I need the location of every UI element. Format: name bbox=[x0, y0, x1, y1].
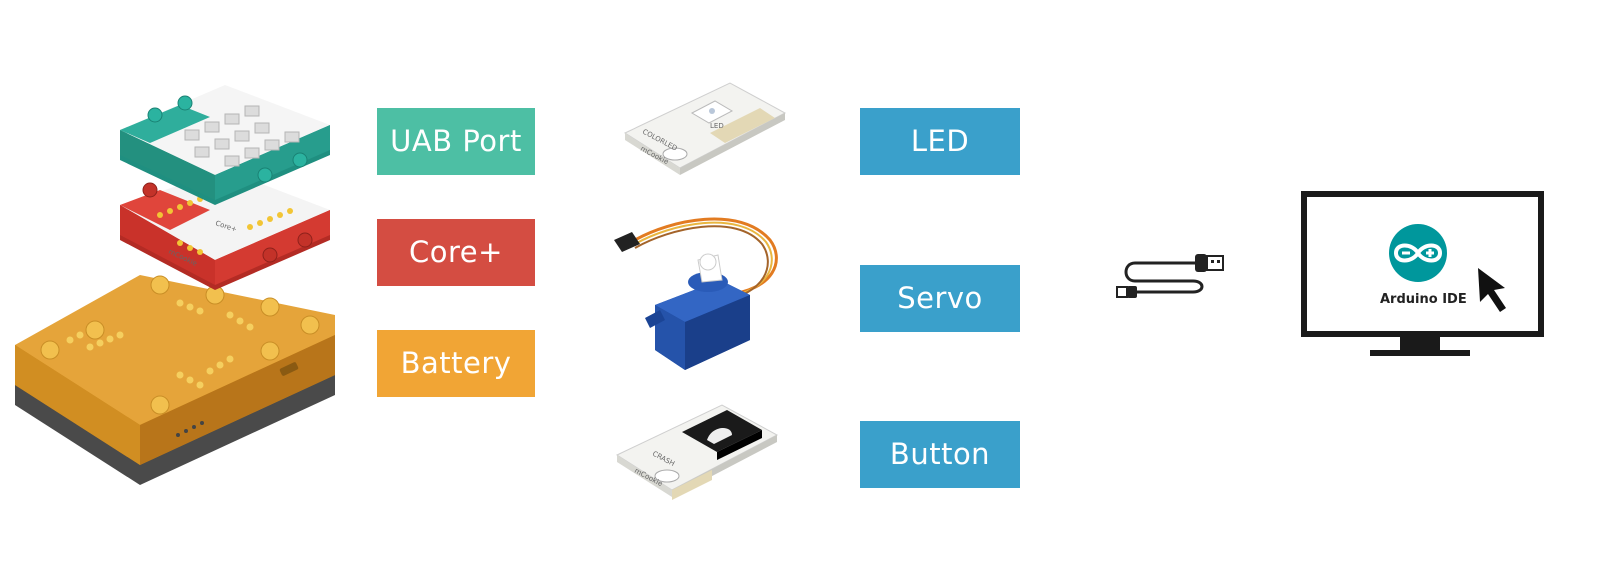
uab-port-module-image bbox=[120, 85, 330, 205]
servo-label: Servo bbox=[860, 265, 1020, 332]
monitor-icon: Arduino IDE bbox=[1300, 190, 1545, 370]
servo-image bbox=[610, 210, 785, 375]
led-label: LED bbox=[860, 108, 1020, 175]
arduino-ide-caption: Arduino IDE bbox=[1380, 292, 1467, 307]
uab-port-label: UAB Port bbox=[377, 108, 535, 175]
battery-module-image bbox=[15, 275, 335, 485]
button-label: Button bbox=[860, 421, 1020, 488]
core-plus-label: Core+ bbox=[377, 219, 535, 286]
servo-body bbox=[645, 253, 750, 370]
core-stack-illustration: Core+ mCookie bbox=[10, 75, 345, 495]
button-module-image: CRASH mCookie bbox=[612, 400, 782, 505]
arduino-logo-icon bbox=[1389, 224, 1447, 282]
led-module-image: COLORLED LED mCookie bbox=[620, 78, 790, 183]
led-chip-label: LED bbox=[710, 122, 724, 130]
usb-cable-icon bbox=[1115, 245, 1230, 305]
mouse-cursor-icon bbox=[1478, 268, 1506, 312]
battery-label: Battery bbox=[377, 330, 535, 397]
